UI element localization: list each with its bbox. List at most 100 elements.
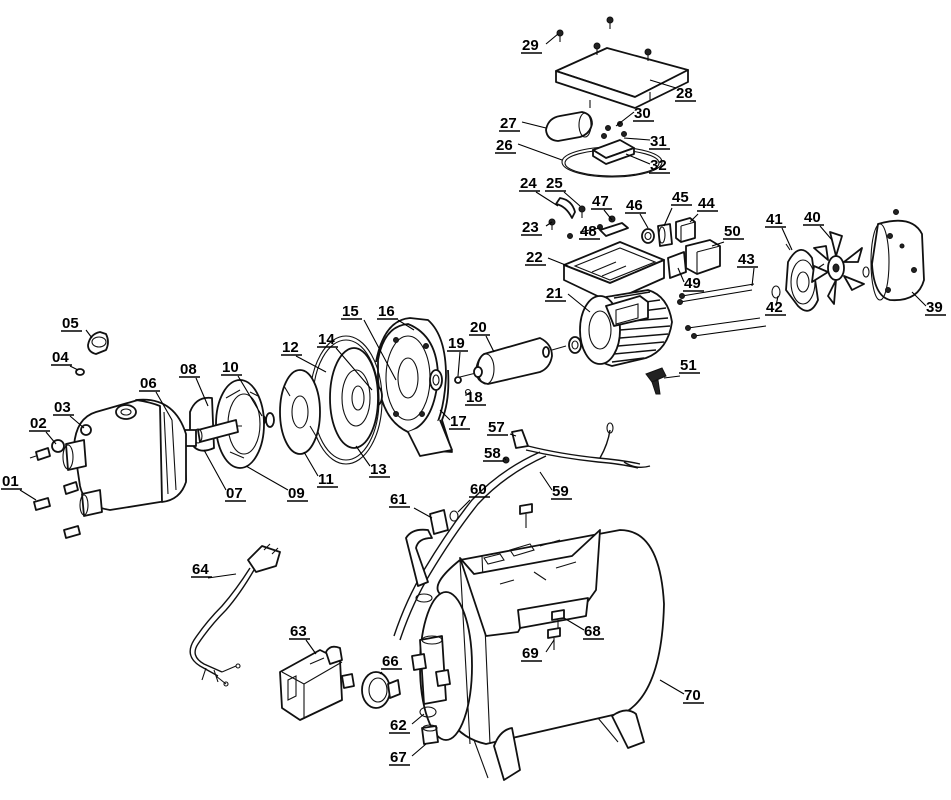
callout-number: 51 bbox=[680, 357, 697, 374]
callout-number: 47 bbox=[592, 193, 609, 210]
leader-line bbox=[335, 347, 373, 391]
callout-39: 39 bbox=[911, 291, 946, 316]
leader-line bbox=[413, 507, 433, 519]
leader-line bbox=[781, 227, 793, 251]
leader-line bbox=[623, 137, 651, 141]
plug-seal bbox=[75, 368, 85, 376]
callout-19: 19 bbox=[447, 335, 468, 377]
callout-44: 44 bbox=[689, 195, 718, 223]
callout-70: 70 bbox=[659, 679, 704, 704]
leader-line bbox=[485, 335, 495, 353]
leader-line bbox=[69, 365, 79, 371]
callout-06: 06 bbox=[139, 375, 173, 421]
callout-number: 08 bbox=[180, 361, 197, 378]
callout-number: 16 bbox=[378, 303, 395, 320]
rear-end-shield bbox=[785, 243, 825, 312]
callout-27: 27 bbox=[499, 115, 547, 132]
leader-line bbox=[625, 153, 651, 165]
callout-02: 02 bbox=[29, 415, 57, 445]
leader-line bbox=[615, 111, 635, 127]
callout-01: 01 bbox=[1, 473, 37, 501]
leader-line bbox=[539, 471, 553, 491]
leader-line bbox=[397, 319, 415, 331]
leader-line bbox=[663, 375, 681, 379]
callout-22: 22 bbox=[525, 249, 569, 267]
callout-number: 39 bbox=[926, 299, 943, 316]
callout-41: 41 bbox=[765, 211, 793, 251]
callout-58: 58 bbox=[483, 445, 507, 462]
callout-60: 60 bbox=[457, 481, 490, 513]
leader-line bbox=[819, 225, 833, 241]
callout-23: 23 bbox=[521, 219, 553, 236]
callout-25: 25 bbox=[545, 175, 581, 207]
leader-line bbox=[411, 743, 427, 757]
callout-13: 13 bbox=[355, 445, 390, 478]
leader-line bbox=[503, 457, 507, 461]
callout-18: 18 bbox=[465, 389, 486, 406]
filler-plug bbox=[87, 331, 109, 355]
callout-number: 57 bbox=[488, 419, 505, 436]
leader-line bbox=[509, 433, 517, 437]
callout-number: 09 bbox=[288, 485, 305, 502]
leader-line bbox=[203, 449, 227, 491]
leader-line bbox=[237, 375, 263, 417]
leader-line bbox=[567, 293, 591, 313]
cable-gland bbox=[641, 217, 696, 247]
callout-number: 14 bbox=[318, 331, 335, 348]
callout-number: 01 bbox=[2, 473, 19, 490]
callout-number: 27 bbox=[500, 115, 517, 132]
housing-screw bbox=[29, 447, 81, 539]
callout-number: 58 bbox=[484, 445, 501, 462]
callout-63: 63 bbox=[289, 623, 317, 655]
leader-line bbox=[535, 191, 559, 207]
callout-68: 68 bbox=[563, 617, 604, 640]
drain-fitting bbox=[421, 724, 439, 745]
leader-line bbox=[545, 639, 555, 653]
motor-housing bbox=[579, 289, 673, 367]
leader-line bbox=[245, 465, 289, 491]
callout-number: 61 bbox=[390, 491, 407, 508]
callout-number: 25 bbox=[546, 175, 563, 192]
callout-28: 28 bbox=[649, 79, 696, 102]
valve-cluster bbox=[411, 635, 451, 705]
leader-line bbox=[363, 319, 397, 381]
callout-number: 46 bbox=[626, 197, 643, 214]
callout-number: 50 bbox=[724, 223, 741, 240]
leader-line bbox=[69, 415, 85, 429]
callout-number: 68 bbox=[584, 623, 601, 640]
leader-line bbox=[911, 291, 927, 307]
callout-number: 22 bbox=[526, 249, 543, 266]
callout-number: 07 bbox=[226, 485, 243, 502]
callout-07: 07 bbox=[203, 449, 246, 502]
leader-line bbox=[639, 213, 649, 229]
callout-number: 12 bbox=[282, 339, 299, 356]
leader-line bbox=[563, 617, 585, 631]
callout-42: 42 bbox=[765, 295, 786, 316]
leader-line bbox=[411, 713, 425, 725]
leader-line bbox=[677, 267, 685, 283]
callout-number: 26 bbox=[496, 137, 513, 154]
callout-43: 43 bbox=[737, 251, 758, 287]
leader-line bbox=[195, 377, 209, 407]
callout-15: 15 bbox=[341, 303, 397, 381]
leader-line bbox=[775, 295, 779, 307]
callout-64: 64 bbox=[191, 561, 237, 579]
leader-line bbox=[457, 499, 471, 513]
leader-line bbox=[295, 355, 327, 373]
callout-16: 16 bbox=[377, 303, 415, 331]
callout-46: 46 bbox=[625, 197, 649, 229]
callout-08: 08 bbox=[179, 361, 209, 407]
tie-rod bbox=[677, 283, 767, 339]
cable-clamp bbox=[567, 215, 629, 239]
callout-11: 11 bbox=[303, 451, 338, 488]
leader-line bbox=[563, 191, 581, 207]
pipe-seal bbox=[449, 510, 459, 522]
callout-47: 47 bbox=[591, 193, 613, 221]
callout-45: 45 bbox=[663, 189, 692, 227]
callout-24: 24 bbox=[519, 175, 559, 207]
callout-21: 21 bbox=[545, 285, 591, 313]
callout-66: 66 bbox=[379, 653, 402, 675]
callout-number: 32 bbox=[650, 157, 667, 174]
